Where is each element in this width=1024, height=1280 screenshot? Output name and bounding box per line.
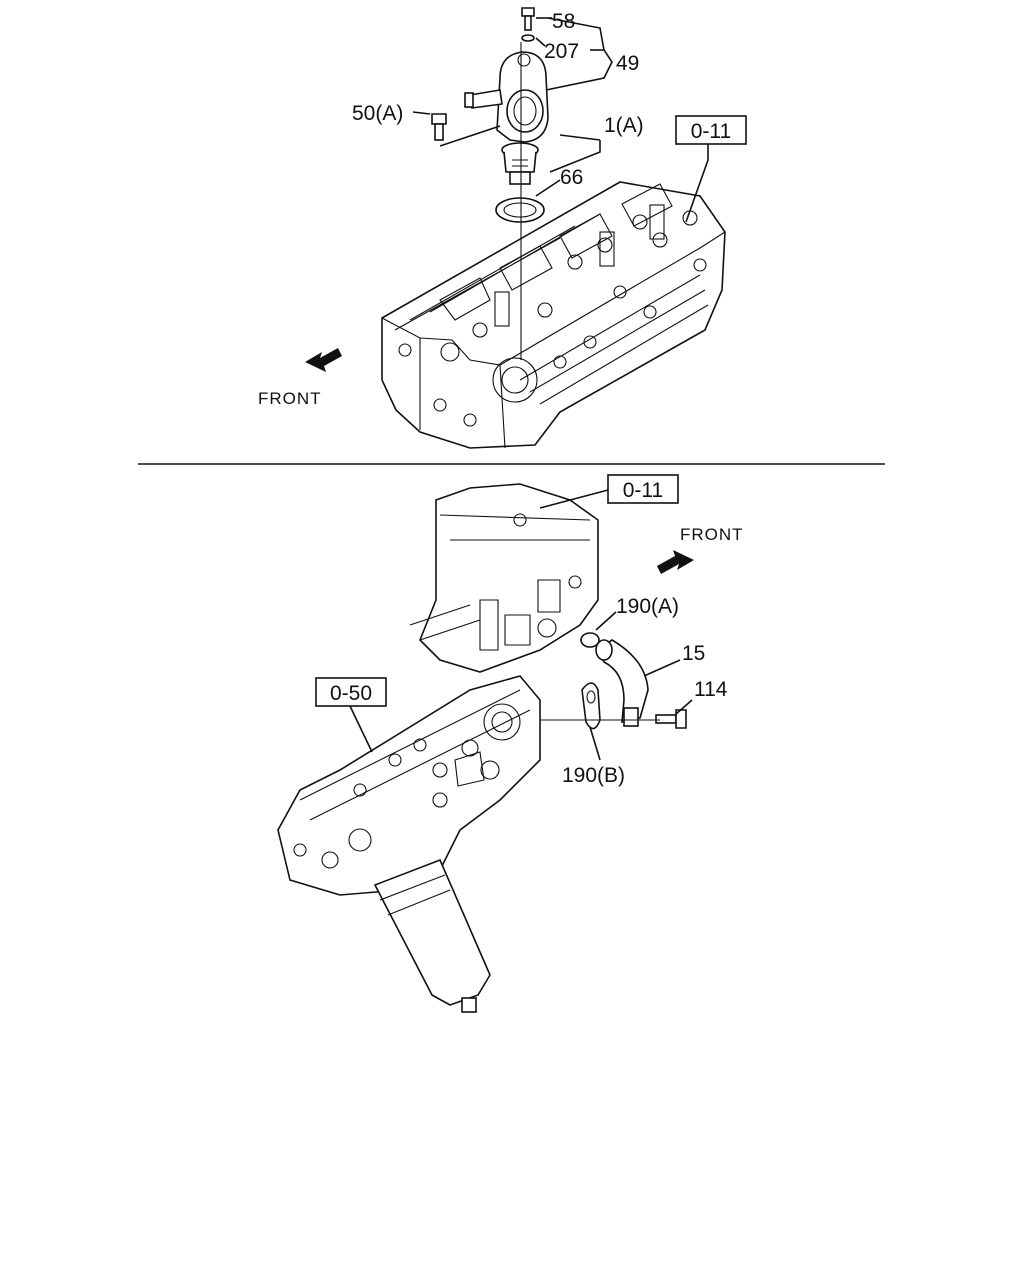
callout-114: 114 [694, 678, 728, 701]
callout-50a: 50(A) [352, 102, 403, 125]
front-arrow-bottom: FRONT [657, 525, 744, 574]
ref-box-filter-label: 0-50 [330, 682, 372, 705]
oil-filter-housing [277, 675, 541, 896]
gasket-190b [581, 682, 601, 730]
ref-box-0-11-bottom: 0-11 [607, 474, 679, 504]
ref-box-0-50: 0-50 [315, 677, 387, 707]
ref-box-label: 0-11 [691, 120, 731, 143]
bottom-assembly: 190(A) 15 114 190(B) 0-11 0-50 FRONT [277, 474, 744, 1013]
bolt-58 [521, 7, 535, 31]
cylinder-head-top [381, 181, 726, 449]
o-ring-190a [580, 632, 600, 648]
front-label-bottom: FRONT [680, 525, 744, 544]
o-ring-207 [521, 34, 535, 42]
callout-66: 66 [560, 166, 583, 189]
oil-filter-cartridge [373, 858, 491, 1013]
thermostat [501, 142, 539, 185]
ref-box-0-11-top: 0-11 [675, 115, 747, 145]
bolt-50a [431, 113, 447, 141]
gasket-66 [495, 197, 545, 223]
top-assembly: 58 207 49 50(A) 1(A) 66 0-11 FRONT [258, 7, 747, 449]
cylinder-head-side [409, 483, 599, 673]
pipe-15 [595, 639, 649, 727]
ref-box-head-label: 0-11 [623, 479, 663, 502]
callout-190b: 190(B) [562, 764, 625, 787]
callout-15: 15 [682, 642, 705, 665]
callout-1a: 1(A) [604, 114, 644, 137]
front-arrow-top: FRONT [258, 348, 342, 408]
callout-190a: 190(A) [616, 595, 679, 618]
front-label-top: FRONT [258, 389, 322, 408]
callout-49: 49 [616, 52, 639, 75]
callout-207: 207 [544, 40, 579, 63]
callout-58: 58 [552, 10, 575, 33]
thermostat-housing [464, 51, 549, 143]
bolt-114 [655, 709, 687, 729]
